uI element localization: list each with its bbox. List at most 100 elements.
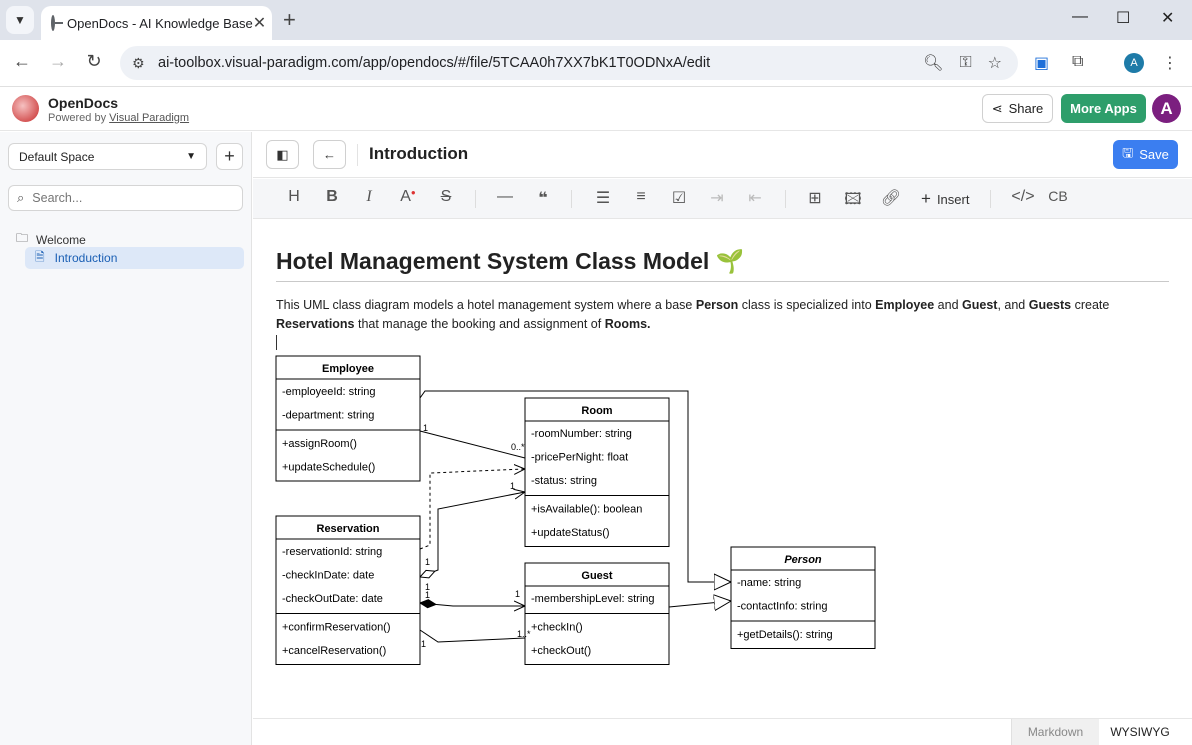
table-icon[interactable]: ⊞ <box>803 188 827 208</box>
search-field[interactable]: ⌕ <box>8 185 243 211</box>
folder-icon: 🗀 <box>16 229 28 250</box>
forward-icon[interactable]: → <box>46 51 70 72</box>
toolbar-divider <box>785 190 786 208</box>
class-attribute: -reservationId: string <box>282 546 382 558</box>
multiplicity-label: 0..* <box>511 442 525 452</box>
class-attribute: -membershipLevel: string <box>531 593 655 605</box>
code-icon[interactable]: </> <box>1008 188 1038 206</box>
heading-icon[interactable]: H <box>282 188 306 206</box>
multiplicity-label: 1..* <box>517 629 531 639</box>
bookmark-star-icon[interactable]: ☆ <box>988 53 1002 73</box>
class-attribute: -department: string <box>282 410 374 422</box>
class-attribute: -checkInDate: date <box>282 570 374 582</box>
add-space-button[interactable]: + <box>216 143 243 170</box>
aggregation-reservation-room <box>420 492 525 577</box>
multiplicity-label: 1 <box>515 589 520 599</box>
site-info-icon[interactable]: ⚙ <box>132 55 150 72</box>
text-color-icon[interactable]: A● <box>396 188 420 206</box>
password-key-icon[interactable]: ⚿ <box>959 54 971 72</box>
opendocs-logo <box>12 95 39 122</box>
class-name: Reservation <box>317 523 380 535</box>
link-icon[interactable]: 🔗︎ <box>879 188 903 208</box>
tab-title: OpenDocs - AI Knowledge Base <box>67 16 253 31</box>
extensions-puzzle-icon[interactable]: ⧉ <box>1072 53 1083 71</box>
close-icon[interactable]: ✕ <box>253 13 266 33</box>
arrow-left-icon: ← <box>323 147 336 162</box>
maximize-icon[interactable]: ☐ <box>1116 8 1130 28</box>
zoom-icon[interactable]: 🔍︎ <box>923 53 943 73</box>
share-label: Share <box>1009 101 1044 116</box>
markdown-mode-tab[interactable]: Markdown <box>1011 719 1099 745</box>
window-close-icon[interactable]: ✕ <box>1161 8 1174 28</box>
tree-page-introduction[interactable]: 🗎 Introduction <box>25 247 244 269</box>
divider <box>357 144 358 166</box>
insert-button[interactable]: +Insert <box>921 189 969 209</box>
toolbar-divider <box>990 190 991 208</box>
reload-icon[interactable]: ↻ <box>82 51 106 72</box>
multiplicity-label: 1 <box>423 423 428 433</box>
numbered-list-icon[interactable]: ≡ <box>629 188 653 206</box>
uml-class-guest: Guest-membershipLevel: string+checkIn()+… <box>525 563 669 665</box>
share-button[interactable]: ⋖ Share <box>982 94 1053 123</box>
space-select[interactable]: Default Space ▼ <box>8 143 207 170</box>
uml-class-diagram: Employee-employeeId: string-department: … <box>253 220 1192 718</box>
indent-icon[interactable]: ⇥ <box>705 188 729 208</box>
minimize-icon[interactable]: — <box>1072 8 1088 26</box>
visual-paradigm-link[interactable]: Visual Paradigm <box>109 112 189 124</box>
editor-toolbar: H B I A● S — ❝ ☰ ≡ ☑ ⇥ ⇤ ⊞ 🖾 🔗︎ +Insert … <box>253 179 1192 219</box>
editor-footer: Markdown WYSIWYG <box>253 718 1192 745</box>
tree-folder-label: Welcome <box>36 233 86 247</box>
new-tab-button[interactable]: + <box>283 8 296 32</box>
browser-profile-avatar[interactable]: A <box>1124 53 1144 73</box>
insert-label: Insert <box>937 192 970 207</box>
bold-icon[interactable]: B <box>320 188 344 206</box>
toggle-sidebar-button[interactable]: ◧ <box>266 140 299 169</box>
search-input[interactable] <box>32 191 212 205</box>
share-icon: ⋖ <box>992 101 1003 117</box>
back-button[interactable]: ← <box>313 140 346 169</box>
toolbar-divider <box>571 190 572 208</box>
back-icon[interactable]: ← <box>10 51 34 72</box>
class-attribute: -status: string <box>531 475 597 487</box>
document-header: ◧ ← Introduction 🖫Save <box>253 132 1192 178</box>
italic-icon[interactable]: I <box>357 188 381 206</box>
image-icon[interactable]: 🖾 <box>841 188 865 215</box>
horizontal-rule-icon[interactable]: — <box>493 188 517 206</box>
browser-toolbar: ← → ↻ ⚙ ai-toolbox.visual-paradigm.com/a… <box>0 40 1192 87</box>
more-apps-button[interactable]: More Apps <box>1061 94 1146 123</box>
editor-content[interactable]: Hotel Management System Class Model 🌱 Th… <box>253 220 1192 718</box>
uml-class-person: Person-name: string-contactInfo: string+… <box>731 547 875 649</box>
document-icon: 🗎 <box>35 248 45 269</box>
uml-class-room: Room-roomNumber: string-pricePerNight: f… <box>525 398 669 547</box>
globe-icon <box>51 15 55 31</box>
multiplicity-label: 1 <box>421 639 426 649</box>
search-icon: ⌕ <box>17 190 24 206</box>
class-attribute: -name: string <box>737 577 801 589</box>
browser-tab[interactable]: OpenDocs - AI Knowledge Base ✕ <box>41 6 272 40</box>
class-attribute: -employeeId: string <box>282 386 376 398</box>
outdent-icon[interactable]: ⇤ <box>743 188 767 208</box>
user-avatar[interactable]: A <box>1152 94 1181 123</box>
class-operation: +confirmReservation() <box>282 622 391 634</box>
tab-search-button[interactable]: ▼ <box>6 6 34 34</box>
uml-class-reservation: Reservation -reservationId: string -checkI… <box>276 516 420 665</box>
association-reservation-guest <box>420 630 525 642</box>
save-button[interactable]: 🖫Save <box>1113 140 1178 169</box>
kebab-menu-icon[interactable]: ⋮ <box>1162 53 1178 73</box>
url-text[interactable]: ai-toolbox.visual-paradigm.com/app/opend… <box>158 55 923 71</box>
code-block-button[interactable]: CB <box>1046 188 1070 204</box>
strikethrough-icon[interactable]: S <box>434 188 458 206</box>
extension-icon[interactable]: ▣ <box>1034 53 1049 73</box>
quote-icon[interactable]: ❝ <box>531 188 555 208</box>
address-bar[interactable]: ⚙ ai-toolbox.visual-paradigm.com/app/ope… <box>120 46 1018 80</box>
association-employee-room <box>420 431 525 458</box>
bullet-list-icon[interactable]: ☰ <box>591 188 615 208</box>
class-operation: +getDetails(): string <box>737 629 833 641</box>
class-box <box>276 516 420 665</box>
chevron-down-icon: ▼ <box>14 13 26 27</box>
class-name: Room <box>581 405 612 417</box>
task-list-icon[interactable]: ☑ <box>667 188 691 208</box>
wysiwyg-mode-tab[interactable]: WYSIWYG <box>1099 719 1181 745</box>
class-operation: +checkIn() <box>531 622 583 634</box>
toolbar-divider <box>475 190 476 208</box>
